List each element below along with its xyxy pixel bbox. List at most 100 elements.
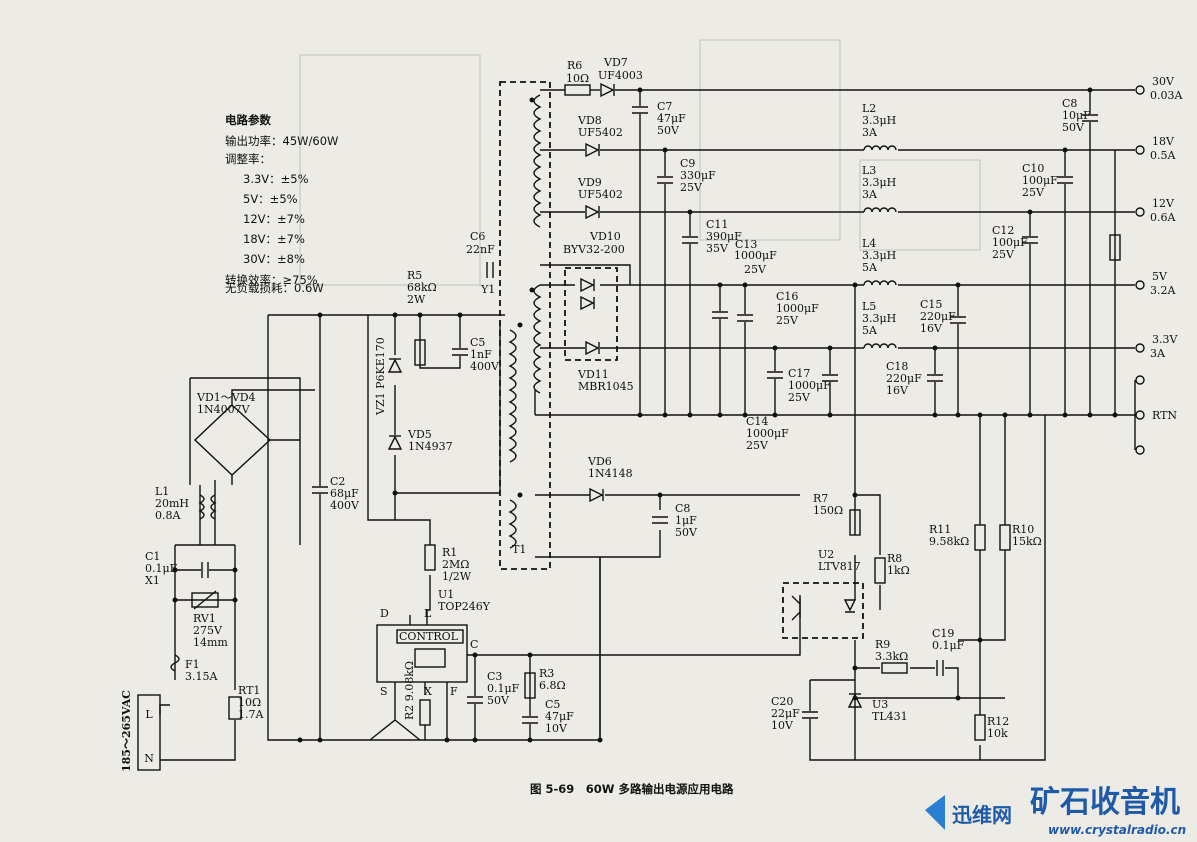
c5b-label: 47μF: [545, 710, 574, 723]
junction-dot: [687, 209, 693, 215]
junction-dot: [297, 737, 303, 743]
r6-resistor: [564, 84, 591, 96]
junction-dot: [932, 412, 938, 418]
l5-label: L5: [862, 300, 876, 313]
c6-label: C6: [470, 230, 485, 243]
params-title: 电路参数: [225, 113, 271, 127]
c5b-gap: [522, 716, 538, 724]
vd8-diode: [585, 142, 600, 158]
r1-label: 2MΩ: [442, 558, 469, 571]
junction-dot: [527, 737, 533, 743]
junction-dot: [597, 737, 603, 743]
junction-dot: [955, 412, 961, 418]
c16-label: C16: [776, 290, 798, 303]
params-power: 输出功率：45W/60W: [225, 134, 338, 148]
c3-label: 0.1μF: [487, 682, 520, 695]
watermark-brand: 迅维网: [952, 803, 1012, 827]
c8b-label: C8: [675, 502, 690, 515]
r11-label: R11: [929, 523, 951, 536]
c1-label: X1: [145, 574, 160, 587]
output-terminal-icon: [1135, 280, 1145, 290]
transformer-windings: [508, 94, 542, 549]
r10-label: 15kΩ: [1012, 535, 1042, 548]
c7-label: C7: [657, 100, 672, 113]
l1-inductor: [198, 494, 217, 520]
c19-capacitor: [936, 660, 944, 676]
junction-dot: [772, 345, 778, 351]
r8-label: 1kΩ: [887, 564, 910, 577]
c17-label: 25V: [788, 391, 811, 404]
c11-label: 35V: [706, 242, 729, 255]
r10-resistor: [999, 524, 1011, 551]
output-current: 3.2A: [1150, 284, 1176, 297]
junction-dot: [417, 312, 423, 318]
r5-label: R5: [407, 269, 422, 282]
vd8-label: VD8: [577, 114, 602, 127]
c19-label: 0.1μF: [932, 639, 965, 652]
c20-label: 22μF: [771, 707, 800, 720]
vd6-label: 1N4148: [588, 467, 633, 480]
input-voltage-label: 185～265VAC: [120, 690, 133, 772]
c9-capacitor: [657, 176, 673, 184]
junction-dot: [662, 147, 668, 153]
f1-label: F1: [185, 658, 200, 671]
c2-label: 400V: [330, 499, 360, 512]
r5-resistor: [414, 339, 426, 366]
vd11-label: VD11: [577, 368, 609, 381]
junction-dot: [1002, 412, 1008, 418]
l5-inductor: [863, 343, 897, 349]
vd5-label: 1N4937: [408, 440, 453, 453]
rt1-thermistor: [228, 696, 242, 720]
c8b-label: 50V: [675, 526, 698, 539]
rv1-label: 14mm: [193, 636, 228, 649]
junction-dot: [444, 737, 450, 743]
junction-dot: [637, 87, 643, 93]
u3-label: TL431: [872, 710, 908, 723]
r1-label: 1/2W: [442, 570, 472, 583]
junction-dot: [527, 652, 533, 658]
c3-gap: [467, 696, 483, 704]
c13-label: C13: [735, 238, 757, 251]
junction-dot: [717, 412, 723, 418]
c11-label: 390μF: [706, 230, 742, 243]
junction-dot: [852, 665, 858, 671]
vd1-vd4-label: 1N4007V: [197, 403, 251, 416]
l2-inductor: [863, 145, 897, 151]
junction-dot: [852, 282, 858, 288]
r6v-label: 10Ω: [566, 72, 589, 85]
u2-transistor: [791, 595, 801, 621]
junction-dot: [657, 492, 663, 498]
c12-label: 25V: [992, 248, 1015, 261]
junction-dot: [1112, 412, 1118, 418]
c20-capacitor: [802, 711, 818, 719]
c2-label: C2: [330, 475, 345, 488]
c18-label: C18: [886, 360, 908, 373]
vz1-label: VZ1 P6KE170: [374, 337, 387, 416]
junction-dot: [232, 597, 238, 603]
rv1-label: 275V: [193, 624, 223, 637]
u3-label: U3: [872, 698, 888, 711]
c10-label: C10: [1022, 162, 1044, 175]
c15-label: C15: [920, 298, 942, 311]
r12-label: R12: [987, 715, 1009, 728]
t1-label: T1: [512, 543, 526, 556]
output-terminal-icon: [1135, 207, 1145, 217]
c13-capacitor: [712, 311, 728, 319]
c20-gap: [802, 711, 818, 719]
r12-label: 10k: [987, 727, 1008, 740]
c14-capacitor: [767, 371, 783, 379]
c19-gap: [936, 660, 944, 676]
input-connector: L N 185～265VAC: [120, 690, 161, 772]
output-terminal-icon: [1135, 410, 1145, 420]
l2-label: 3.3μH: [862, 114, 896, 127]
junction-dot: [955, 282, 961, 288]
r11-label: 9.58kΩ: [929, 535, 969, 548]
c20-label: C20: [771, 695, 793, 708]
l2-label: 3A: [862, 126, 878, 139]
c16-label: 1000μF: [776, 302, 819, 315]
u2-label: U2: [818, 548, 834, 561]
c9-label: C9: [680, 157, 695, 170]
junction-dot: [317, 312, 323, 318]
l4-label: L4: [862, 237, 876, 250]
